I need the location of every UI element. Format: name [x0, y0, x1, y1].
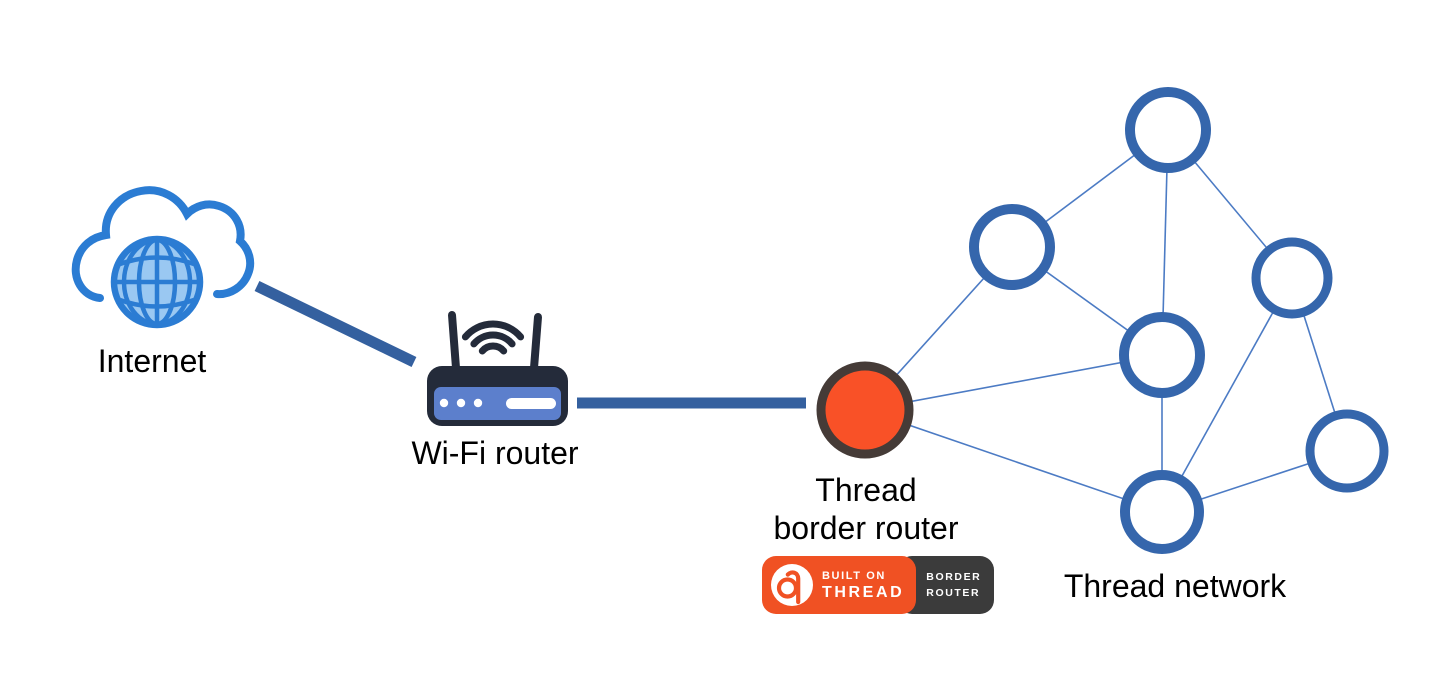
- mesh-edge-node-middle-border-router: [864, 354, 1163, 411]
- border-router-label-line1: Thread: [815, 472, 917, 508]
- backbone-link-internet-wifi-router: [254, 281, 417, 367]
- wifi-router-icon: [427, 311, 568, 426]
- badge-built-on-text: BUILT ON: [822, 569, 886, 582]
- mesh-edge-node-bottom-node-right: [1161, 277, 1293, 513]
- mesh-edge-node-bottom-border-router: [864, 409, 1163, 513]
- thread-border-router-node: [816, 361, 914, 459]
- thread-network-node-node-middle: [1119, 312, 1205, 398]
- border-router-label: Thread border router: [774, 471, 959, 547]
- wifi-signal-icon: [461, 320, 525, 355]
- internet-label: Internet: [97, 343, 207, 379]
- thread-network-node-node-upper-left: [969, 204, 1055, 290]
- thread-network-node-node-bottom: [1120, 470, 1204, 554]
- wifi-router-label: Wi-Fi router: [411, 435, 579, 471]
- badge-built-on-thread-section: BUILT ON THREAD: [762, 556, 917, 614]
- thread-network-node-node-right: [1251, 237, 1333, 319]
- thread-network-node-node-far-right: [1305, 409, 1389, 493]
- badge-built-on-thread-text: BUILT ON THREAD: [822, 569, 904, 602]
- thread-network-label: Thread network: [1063, 568, 1287, 604]
- badge-thread-text: THREAD: [822, 583, 905, 601]
- internet-cloud-globe-icon: [71, 186, 255, 332]
- built-on-thread-badge: BUILT ON THREAD BORDER ROUTER: [762, 556, 995, 614]
- badge-border-text: BORDER: [926, 571, 982, 583]
- thread-network-node-node-top: [1125, 87, 1211, 173]
- badge-router-text: ROUTER: [926, 587, 981, 599]
- thread-logo-icon: [771, 564, 813, 606]
- border-router-label-line2: border router: [773, 510, 959, 546]
